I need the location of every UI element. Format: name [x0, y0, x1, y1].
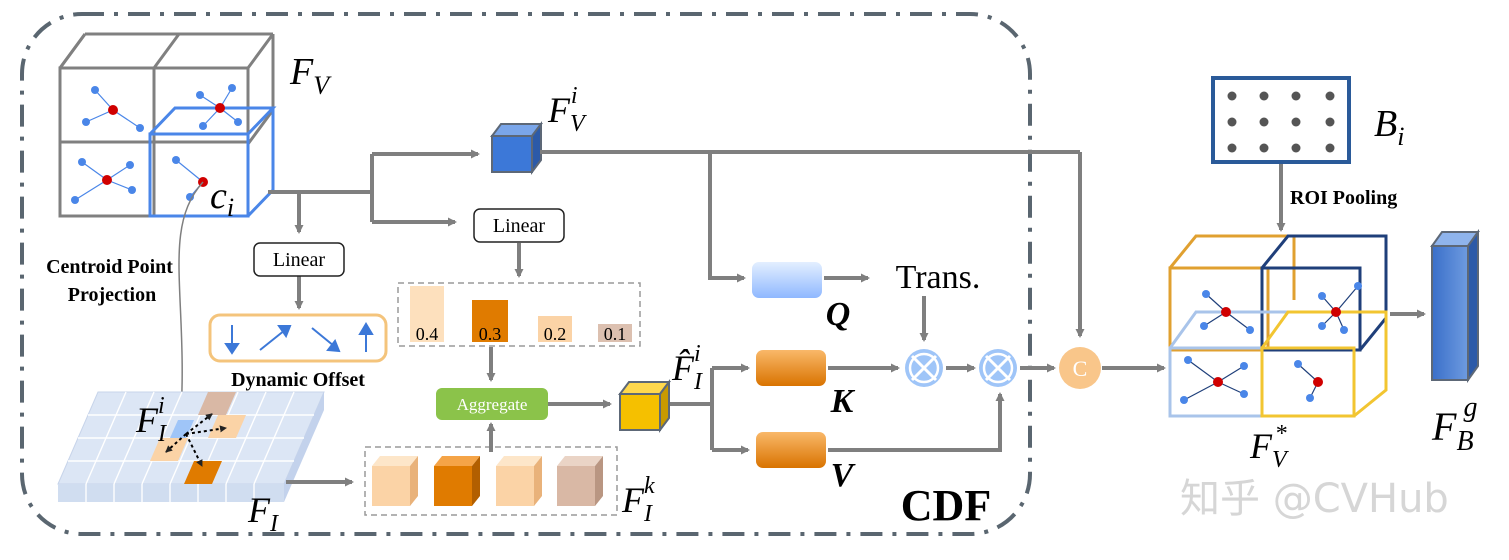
fik-label: FIk: [621, 473, 655, 527]
weight-value-2: 0.3: [479, 324, 502, 344]
offset-arrows: [224, 322, 374, 355]
fvstar-label: FV*: [1249, 421, 1289, 473]
ci-label: ci: [210, 175, 234, 222]
weight-bar-3: [538, 316, 572, 342]
watermark-text: 知乎 @CVHub: [1180, 476, 1449, 522]
v-box: [756, 432, 826, 468]
sampling-arrows: [165, 413, 227, 467]
fik-cube-2: [434, 456, 480, 506]
fik-cubes: [372, 456, 603, 506]
k-box: [756, 350, 826, 386]
weight-value-3: 0.2: [544, 324, 567, 344]
k-label: K: [830, 383, 856, 420]
dynamic-offset-label: Dynamic Offset: [231, 369, 365, 391]
trans-label: Trans.: [896, 259, 981, 296]
multiply-icon-2: [979, 349, 1017, 387]
voxel-point-dots: [71, 84, 242, 204]
fhat-label: F̂Ii: [671, 341, 703, 395]
kv-lines: [828, 363, 1056, 452]
fhat-branch-lines: [670, 363, 750, 455]
multiply-icon-1: [905, 349, 943, 387]
fvstar-dots: [1180, 282, 1362, 404]
fv-output-lines: [268, 149, 480, 310]
aggregate-box: [436, 388, 548, 420]
bi-grid-points: [1227, 91, 1335, 153]
fhat-cube: [618, 379, 671, 433]
concat-icon: [1059, 347, 1101, 389]
aggregate-label: Aggregate: [457, 395, 528, 414]
bi-label: Bi: [1374, 103, 1404, 151]
fbg-label: FBg: [1431, 392, 1478, 457]
q-label: Q: [826, 296, 851, 333]
weight-bars: [410, 286, 632, 342]
weight-value-4: 0.1: [604, 324, 627, 344]
cdf-region-border: [20, 12, 1032, 536]
fik-cube-4: [557, 456, 603, 506]
fii-label: FIi: [135, 393, 167, 447]
concat-label: C: [1073, 356, 1088, 381]
fbg-feature-bar: [1430, 228, 1480, 384]
weight-value-1: 0.4: [416, 324, 439, 344]
cdf-label: CDF: [901, 481, 991, 530]
fik-cube-3: [496, 456, 542, 506]
fvi-label: FVi: [547, 83, 587, 137]
linear-mid-box: [473, 208, 565, 243]
centroid-projection-curve: [176, 181, 204, 431]
q-box: [752, 262, 822, 298]
fvi-cube: [490, 121, 543, 175]
fi-label: FI: [247, 490, 279, 537]
fvstar-voxel-grid: [1168, 234, 1388, 418]
weight-bar-1: [410, 286, 444, 342]
fvi-output-lines: [540, 150, 1085, 338]
fvstar-points: [1183, 285, 1359, 401]
dynamic-offset-box: [208, 313, 388, 363]
fi-image-plane: [57, 391, 325, 502]
weight-bar-4: [598, 324, 632, 342]
linear-left-label: Linear: [273, 249, 326, 271]
roi-pooling-label: ROI Pooling: [1290, 187, 1397, 209]
linear-mid-label: Linear: [493, 215, 546, 237]
fik-cube-1: [372, 456, 418, 506]
centroid-projection-label: Centroid Point Projection: [46, 256, 178, 306]
v-label: V: [831, 457, 856, 494]
linear-left-box: [253, 242, 345, 277]
weight-bar-2: [472, 300, 508, 342]
fv-label: FV: [289, 51, 332, 100]
